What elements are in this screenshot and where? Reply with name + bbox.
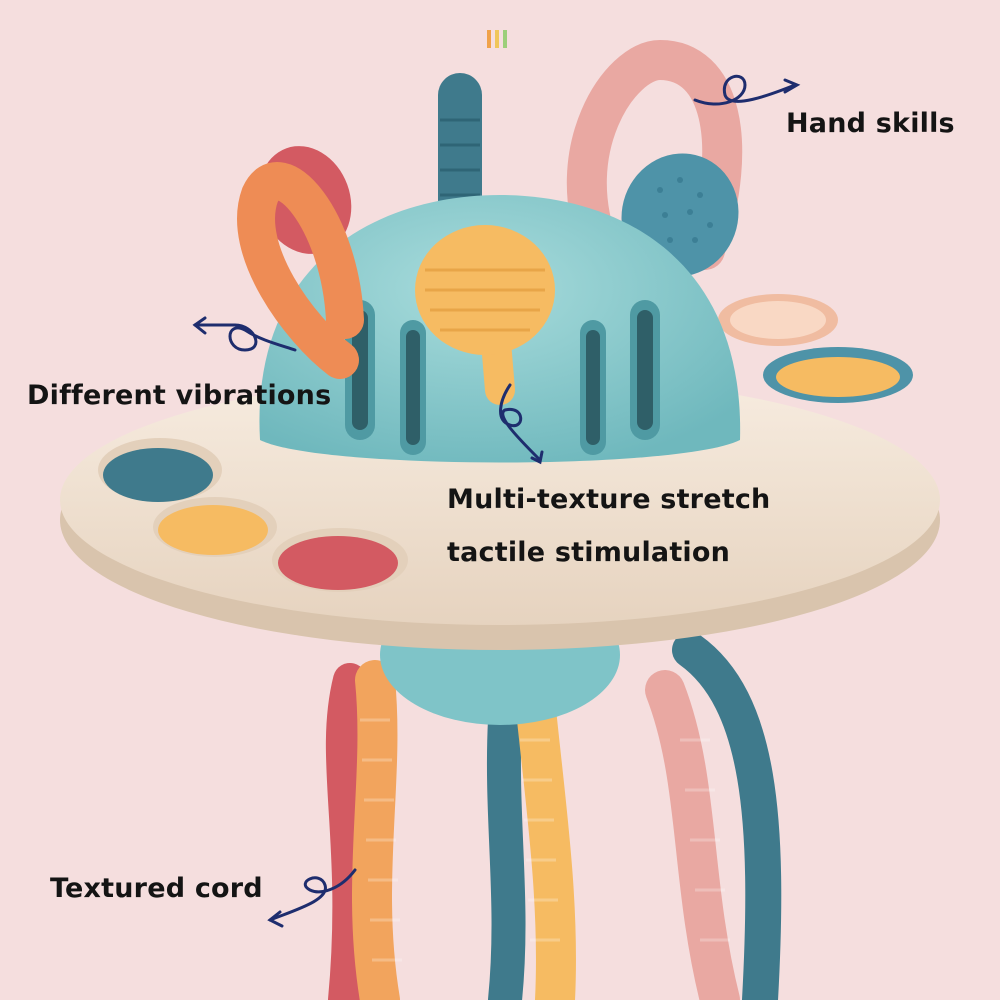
label-multi-texture-line1: Multi-texture stretch bbox=[447, 484, 771, 515]
label-multi-texture-line2: tactile stimulation bbox=[447, 537, 731, 568]
label-different-vibrations: Different vibrations bbox=[27, 380, 332, 411]
lower-cords bbox=[325, 632, 782, 1000]
yellow-paddle bbox=[415, 225, 555, 405]
label-hand-skills: Hand skills bbox=[786, 108, 955, 139]
curly-arrow-icon bbox=[267, 868, 357, 928]
orange-loop-handle bbox=[237, 162, 364, 379]
brand-mark-icon bbox=[487, 30, 507, 48]
curly-arrow-icon bbox=[192, 316, 297, 352]
base-holes bbox=[98, 294, 913, 592]
label-textured-cord: Textured cord bbox=[50, 873, 263, 904]
curly-arrow-icon bbox=[499, 383, 544, 465]
curly-arrow-icon bbox=[693, 74, 801, 106]
